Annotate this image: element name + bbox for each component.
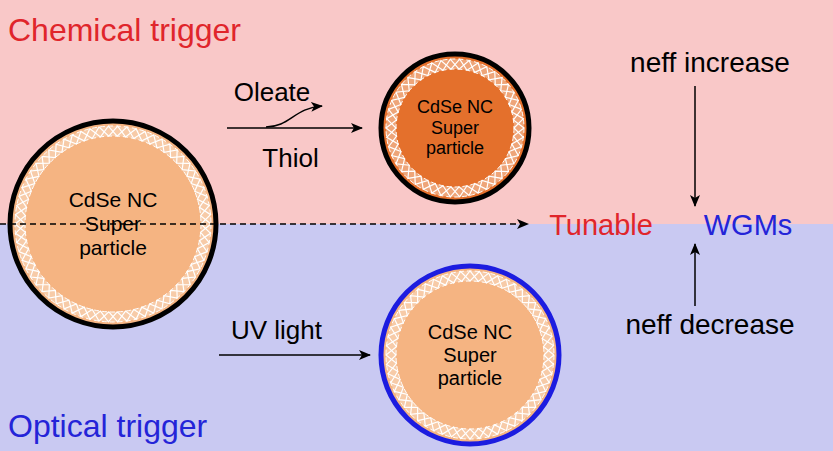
superparticle-circle: CdSe NC Super particle bbox=[7, 118, 219, 330]
particle-label: CdSe NC Super particle bbox=[61, 188, 165, 260]
particle-body bbox=[381, 266, 559, 444]
ligand-shell bbox=[391, 276, 549, 434]
ligand-zigzag bbox=[15, 126, 211, 322]
particle-body bbox=[10, 121, 216, 327]
superparticle-circle: CdSe NC Super particle bbox=[378, 51, 532, 205]
ligand-ring bbox=[25, 136, 201, 312]
ligand-ring bbox=[15, 126, 211, 322]
arrow-label: UV light bbox=[231, 317, 322, 343]
ligand-ring bbox=[396, 69, 514, 187]
ligand-zigzag bbox=[386, 271, 554, 439]
ligand-zigzag bbox=[387, 272, 554, 439]
index-change-label: neff increase bbox=[630, 49, 790, 77]
leaving-ligand-label: Oleate bbox=[234, 79, 311, 105]
ligand-ring bbox=[386, 59, 524, 197]
particle-label: CdSe NC Super particle bbox=[422, 321, 518, 390]
ligand-ring bbox=[396, 281, 544, 429]
band-title: Optical trigger bbox=[8, 408, 408, 445]
ligand-zigzag bbox=[387, 59, 524, 197]
index-change-label: neff decrease bbox=[625, 311, 794, 339]
ligand-zigzag bbox=[386, 59, 523, 197]
particle-body bbox=[381, 54, 529, 202]
superparticle-circle: CdSe NC Super particle bbox=[378, 263, 562, 447]
arrow-label: Thiol bbox=[262, 145, 318, 171]
ligand-ring bbox=[386, 271, 554, 439]
ligand-zigzag bbox=[15, 126, 211, 322]
ligand-shell bbox=[20, 131, 206, 317]
band-title: Chemical trigger bbox=[8, 12, 408, 49]
result-label: WGMs bbox=[704, 211, 793, 240]
result-label: Tunable bbox=[549, 211, 653, 240]
particle-label: CdSe NC Super particle bbox=[410, 97, 500, 159]
ligand-shell bbox=[391, 64, 519, 192]
